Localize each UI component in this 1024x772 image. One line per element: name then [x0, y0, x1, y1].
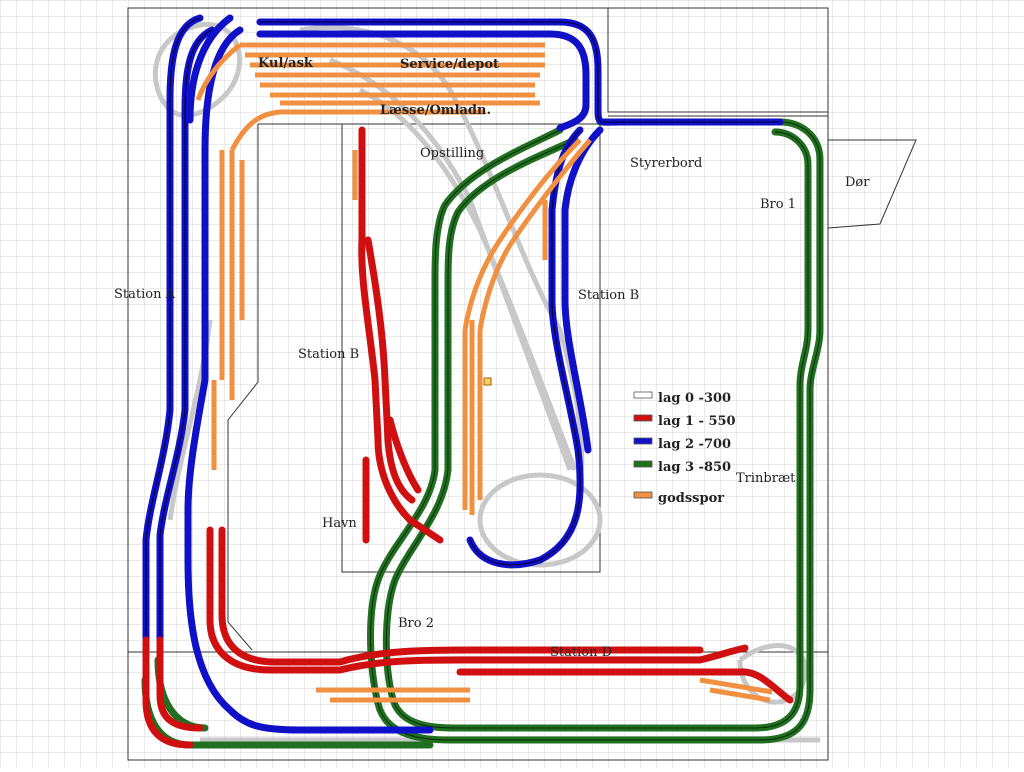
legend-swatch	[633, 491, 653, 499]
legend-label: lag 0 -300	[658, 391, 731, 406]
legend-swatch	[633, 460, 653, 468]
legend-label: godsspor	[658, 491, 724, 506]
lag2-tracks	[142, 14, 784, 734]
label-styrerbord: Styrerbord	[630, 156, 702, 171]
legend-label: lag 3 -850	[658, 460, 731, 475]
legend-label: lag 2 -700	[658, 437, 731, 452]
label-service-depot: Service/depot	[400, 57, 499, 72]
legend-swatch	[633, 414, 653, 422]
legend-swatch	[633, 437, 653, 445]
legend-label: lag 1 - 550	[658, 414, 736, 429]
label-trinbraet: Trinbræt	[736, 471, 796, 486]
label-dor: Dør	[845, 175, 870, 190]
legend: lag 0 -300 lag 1 - 550 lag 2 -700 lag 3 -85…	[633, 391, 736, 506]
label-bro1: Bro 1	[760, 197, 796, 212]
godsspor-tracks	[195, 42, 773, 703]
label-bro2: Bro 2	[398, 616, 434, 631]
legend-swatch	[633, 391, 653, 399]
label-station-a: Station A	[114, 287, 176, 302]
label-station-b-right: Station B	[578, 288, 639, 303]
label-havn: Havn	[322, 516, 357, 531]
place-labels: Kul/ask Service/depot Læsse/Omladn. Opst…	[114, 56, 870, 660]
label-kul-ask: Kul/ask	[258, 56, 314, 71]
lag1-tracks	[142, 126, 794, 749]
room-walls	[127, 7, 917, 761]
label-laesse: Læsse/Omladn.	[380, 103, 491, 118]
label-station-b-left: Station B	[298, 347, 359, 362]
label-station-d: Station D	[550, 645, 612, 660]
marker-square	[483, 377, 492, 386]
label-opstilling: Opstilling	[420, 146, 484, 161]
